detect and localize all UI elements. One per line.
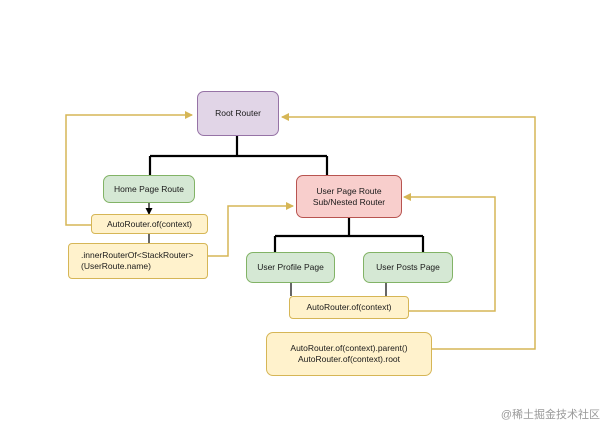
home-page-route-node: Home Page Route — [103, 175, 195, 203]
home-autorouter-to-root-arrow — [65, 111, 193, 226]
home-page-route-label: Home Page Route — [114, 183, 184, 194]
tree-connectors — [148, 136, 425, 252]
autorouter-home-label: AutoRouter.of(context) — [106, 218, 193, 229]
user-page-route-label: User Page Route — [316, 185, 382, 196]
user-page-route-node: User Page Route Sub/Nested Router — [296, 175, 402, 218]
inner-router-label: .innerRouterOf<StackRouter> — [81, 250, 194, 261]
feedback-arrows — [65, 111, 536, 350]
root-router-node: Root Router — [197, 91, 279, 136]
inner-router-node: .innerRouterOf<StackRouter> (UserRoute.n… — [68, 243, 208, 279]
inner-router-to-user-route-arrow — [208, 202, 294, 257]
inner-router-arg-label: (UserRoute.name) — [81, 261, 151, 271]
parent-root-to-root-arrow — [281, 113, 536, 350]
watermark-text: @稀土掘金技术社区 — [500, 409, 600, 421]
autorouter-user-node: AutoRouter.of(context) — [289, 296, 409, 319]
user-autorouter-to-user-route-arrow — [403, 193, 496, 312]
autorouter-user-label: AutoRouter.of(context) — [306, 302, 392, 313]
root-router-label: Root Router — [215, 108, 261, 119]
nested-router-label: Sub/Nested Router — [312, 196, 386, 207]
user-profile-page-node: User Profile Page — [246, 252, 335, 283]
user-posts-page-node: User Posts Page — [363, 252, 453, 283]
autorouter-home-node: AutoRouter.of(context) — [91, 214, 208, 234]
root-accessor-label: AutoRouter.of(context).root — [297, 354, 401, 364]
thin-connectors — [145, 203, 387, 296]
user-profile-page-label: User Profile Page — [257, 262, 324, 273]
user-route-to-pages-connector — [273, 218, 425, 252]
parent-root-node: AutoRouter.of(context).parent() AutoRout… — [266, 332, 432, 376]
user-posts-page-label: User Posts Page — [376, 262, 440, 273]
parent-accessor-label: AutoRouter.of(context).parent() — [290, 343, 408, 354]
root-to-children-connector — [148, 136, 329, 175]
